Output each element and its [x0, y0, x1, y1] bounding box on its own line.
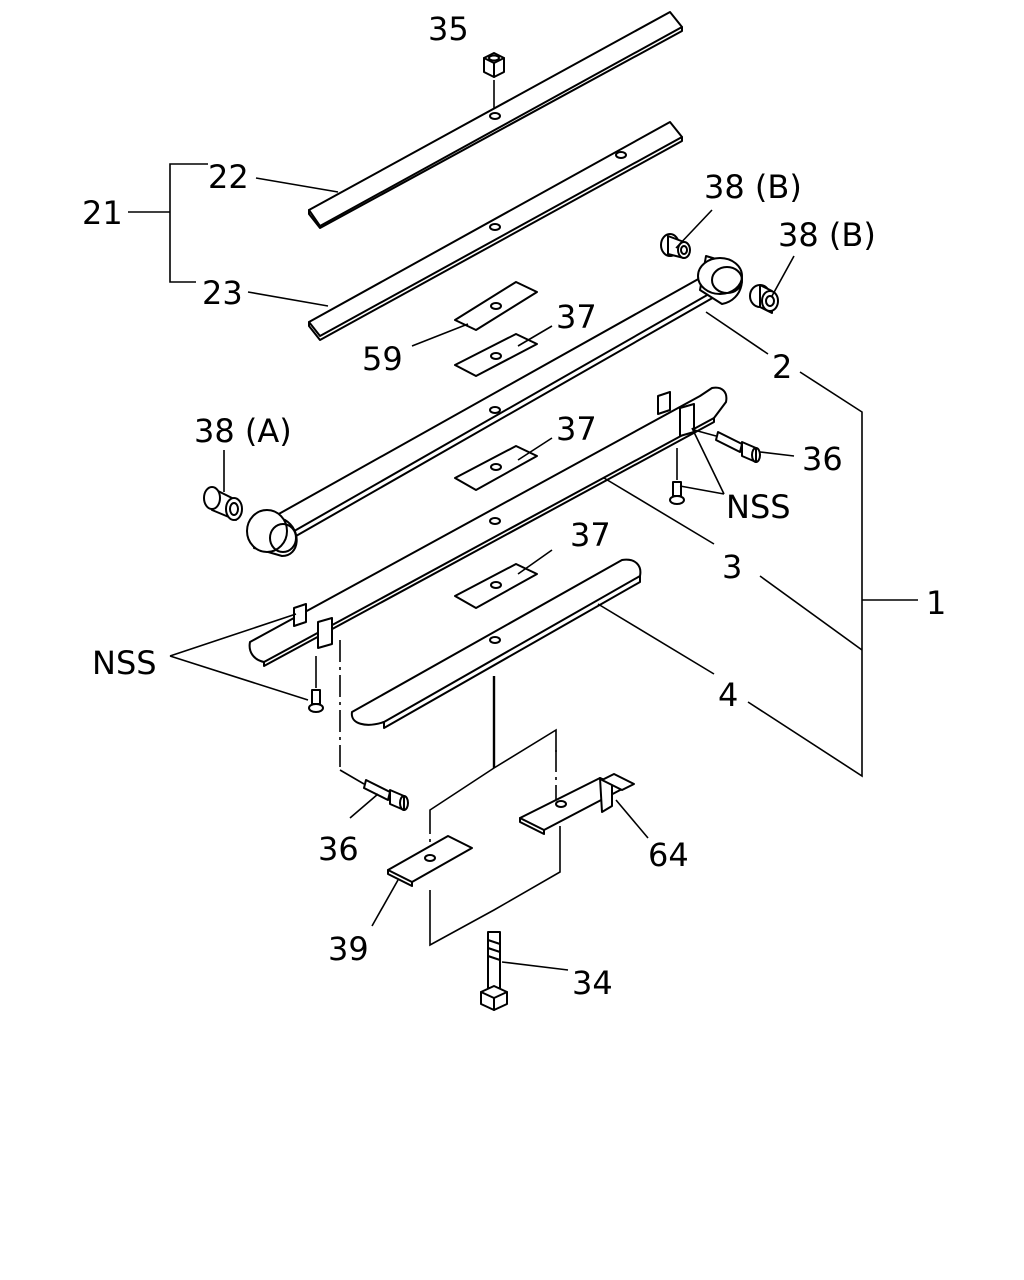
part-4-leaf: [350, 558, 642, 729]
label-38a: 38 (A): [194, 412, 292, 450]
label-38b-left: 38 (B): [704, 168, 802, 206]
part-35-nut: [483, 52, 505, 78]
leader-2: [705, 311, 769, 355]
leader-34: [501, 961, 569, 971]
label-34: 34: [572, 964, 613, 1002]
label-4: 4: [718, 676, 738, 714]
part-37-pad-lower: [454, 563, 538, 609]
label-nss-upper: NSS: [726, 488, 791, 526]
label-21: 21: [82, 194, 123, 232]
part-36-bolt-upper: [715, 431, 761, 463]
dash-36-lower-end: [339, 769, 365, 785]
label-36-upper: 36: [802, 440, 843, 478]
leader-3: [603, 477, 715, 545]
leader-36-upper: [759, 451, 795, 457]
bracket-1: [747, 371, 863, 778]
part-38a-bushing: [203, 486, 243, 521]
part-38b-bushing-right: [749, 284, 779, 314]
label-37-lower: 37: [570, 516, 611, 554]
label-23: 23: [202, 274, 243, 312]
leader-59: [411, 323, 469, 347]
part-64-plate: [519, 773, 635, 835]
dash-36-upper: [693, 429, 717, 437]
leader-nss-upper: [679, 427, 725, 495]
leader-3-to-1: [759, 575, 863, 651]
label-39: 39: [328, 930, 369, 968]
part-2-main-leaf: [246, 255, 743, 557]
leader-37-middle: [517, 437, 553, 461]
part-59-pad: [454, 281, 538, 331]
label-37-middle: 37: [556, 410, 597, 448]
leader-37-lower: [517, 549, 553, 575]
label-2: 2: [772, 348, 792, 386]
leader-nss-lower: [169, 613, 309, 701]
assembly-outline-top: [429, 728, 557, 812]
leader-39: [371, 879, 399, 927]
part-37-pad-upper: [454, 333, 538, 377]
bracket-21: [169, 163, 208, 283]
leader-38b-right: [771, 255, 795, 297]
leader-64: [615, 799, 649, 839]
label-35: 35: [428, 10, 469, 48]
label-3: 3: [722, 548, 742, 586]
label-59: 59: [362, 340, 403, 378]
label-36-lower: 36: [318, 830, 359, 868]
part-22-leaf: [308, 11, 683, 229]
part-3-leaf: [248, 386, 728, 667]
label-nss-lower: NSS: [92, 644, 157, 682]
nss-bolt-lower: [308, 656, 324, 713]
leader-37-upper: [517, 325, 553, 347]
label-38b-right: 38 (B): [778, 216, 876, 254]
assembly-outline-bottom: [429, 826, 561, 947]
leader-4: [597, 603, 715, 675]
leader-38b-left: [675, 209, 713, 249]
label-37-upper: 37: [556, 298, 597, 336]
part-36-bolt-lower: [363, 779, 409, 811]
label-22: 22: [208, 158, 249, 196]
label-1: 1: [926, 584, 946, 622]
part-23-leaf: [308, 121, 683, 341]
part-34-bolt: [480, 931, 508, 1011]
part-38b-bushing-left: [660, 233, 691, 259]
leader-36-lower: [349, 793, 379, 819]
leader-22: [255, 177, 339, 193]
part-39-plate: [387, 835, 473, 887]
label-64: 64: [648, 836, 689, 874]
part-37-pad-middle: [454, 445, 538, 491]
nss-bolt-upper: [669, 448, 685, 505]
leader-23: [247, 291, 329, 307]
